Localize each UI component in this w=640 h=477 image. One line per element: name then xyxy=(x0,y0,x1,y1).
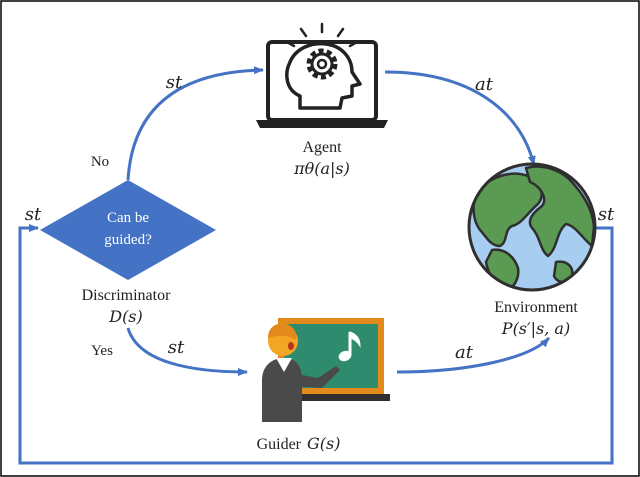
discriminator-diamond xyxy=(40,180,216,280)
edge-label-state-to-agent: st xyxy=(166,72,183,93)
agent-icon xyxy=(256,22,388,128)
edge-label-state-from-env: st xyxy=(598,204,615,225)
arrow-discriminator-to-agent xyxy=(126,66,264,181)
guider-icon xyxy=(262,318,390,422)
edge-label-state-loop-left: st xyxy=(25,204,42,225)
globe-icon xyxy=(467,162,597,292)
edges xyxy=(18,66,614,465)
arrow-guider-to-environment xyxy=(396,336,551,374)
edge-label-guider-action: at xyxy=(455,342,474,363)
agent-policy: πθ(a|s) xyxy=(293,159,350,178)
discriminator-question-line2: guided? xyxy=(104,232,152,248)
discriminator-label: Discriminator xyxy=(82,287,172,304)
agent-label: Agent xyxy=(302,139,342,156)
arrow-feedback-loop xyxy=(18,224,614,465)
branch-label-yes: Yes xyxy=(91,343,113,359)
environment-label: Environment xyxy=(494,299,578,316)
edge-label-state-to-guider: st xyxy=(168,337,185,358)
edge-label-agent-action: at xyxy=(475,74,494,95)
arrow-agent-to-environment xyxy=(384,70,536,166)
environment-transition: P(s′|s, a) xyxy=(501,319,570,338)
arrow-discriminator-to-guider xyxy=(126,327,248,376)
guider-function: G(s) xyxy=(307,434,340,453)
discriminator-function: D(s) xyxy=(108,307,143,326)
guider-label: Guider xyxy=(257,436,302,453)
branch-label-no: No xyxy=(91,154,109,170)
discriminator-question-line1: Can be xyxy=(107,210,149,226)
